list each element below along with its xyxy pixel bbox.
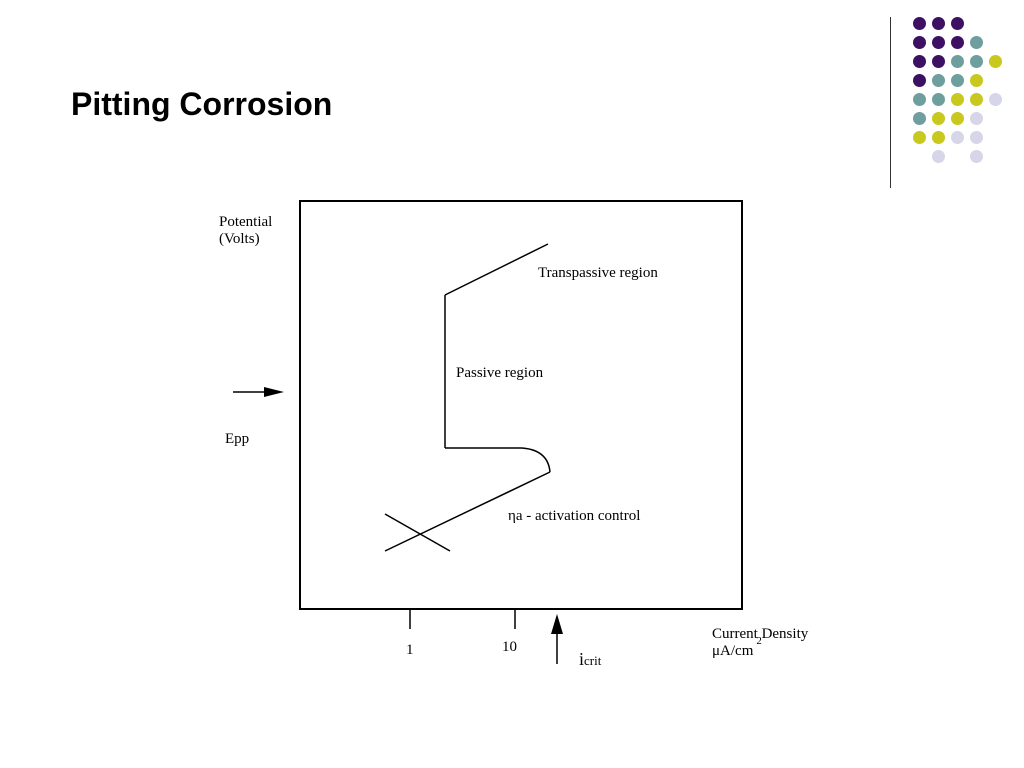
activation-control-label: ηa - activation control <box>508 508 641 524</box>
decorative-dot <box>951 74 964 87</box>
epp-label: Epp <box>225 431 250 447</box>
decorative-dot <box>970 36 983 49</box>
epp-arrow-head <box>264 387 284 397</box>
x-axis-unit-exponent: 2 <box>756 634 762 647</box>
decorative-dot <box>951 55 964 68</box>
decorative-dot <box>932 93 945 106</box>
decorative-dot <box>970 55 983 68</box>
decorative-dot <box>970 93 983 106</box>
decorative-dot <box>913 17 926 30</box>
passive-region-label: Passive region <box>456 365 544 381</box>
header-divider <box>890 17 891 188</box>
decorative-dot <box>913 74 926 87</box>
decorative-dot <box>932 17 945 30</box>
x-axis-unit-line: μA/cm2 <box>712 635 808 660</box>
decorative-dot <box>913 36 926 49</box>
plot-frame <box>299 200 743 610</box>
y-axis-label: Potential (Volts) <box>219 214 272 247</box>
decorative-dot <box>913 55 926 68</box>
decorative-dot <box>913 112 926 125</box>
decorative-dot <box>932 36 945 49</box>
transpassive-curve <box>444 243 549 296</box>
decorative-dot <box>951 93 964 106</box>
icrit-label: icrit <box>579 649 602 670</box>
decorative-dot <box>951 131 964 144</box>
tick-1-label: 1 <box>406 642 414 658</box>
critical-current-nose <box>521 447 551 473</box>
decorative-dot <box>989 55 1002 68</box>
decorative-dot <box>970 112 983 125</box>
x-axis-unit: μA/cm <box>712 642 754 659</box>
transpassive-region-label: Transpassive region <box>538 265 658 281</box>
y-axis-label-line2: (Volts) <box>219 230 260 247</box>
decorative-dot <box>932 131 945 144</box>
decorative-dot <box>951 36 964 49</box>
slide-title: Pitting Corrosion <box>71 86 333 122</box>
x-axis-label: Current Density μA/cm2 <box>712 626 808 659</box>
icrit-subscript: crit <box>584 653 602 668</box>
tick-10-label: 10 <box>502 639 517 655</box>
decorative-dot <box>932 55 945 68</box>
cathodic-crossing-line <box>384 513 451 552</box>
y-axis-label-line1: Potential <box>219 214 273 230</box>
decorative-dot <box>989 93 1002 106</box>
x-axis-label-line1: Current Density <box>712 626 809 642</box>
decorative-dot <box>913 93 926 106</box>
decorative-dot <box>932 112 945 125</box>
decorative-dot <box>951 112 964 125</box>
icrit-symbol: i <box>579 649 585 669</box>
decorative-dot <box>970 150 983 163</box>
activation-curve <box>384 471 551 552</box>
decorative-dot <box>951 17 964 30</box>
icrit-arrow-head <box>551 614 563 634</box>
decorative-dot <box>932 150 945 163</box>
decorative-dot <box>913 131 926 144</box>
decorative-dot <box>932 74 945 87</box>
decorative-dot <box>970 74 983 87</box>
decorative-dot <box>970 131 983 144</box>
